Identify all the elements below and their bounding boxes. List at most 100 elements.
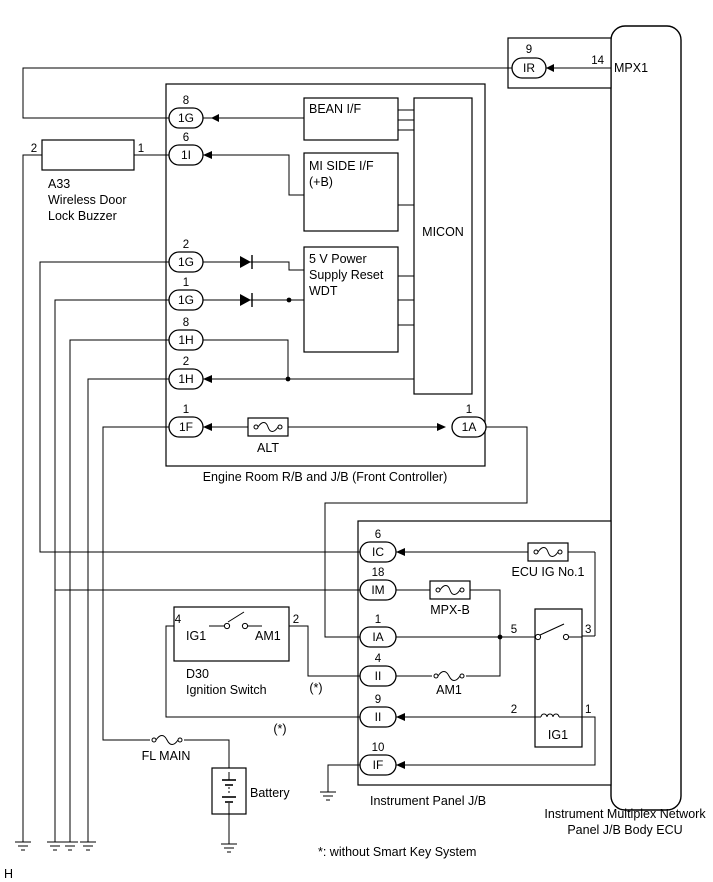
- svg-text:IR: IR: [523, 61, 535, 75]
- svg-text:6: 6: [375, 529, 381, 541]
- mpxb-fuse-icon: [429, 580, 471, 600]
- svg-text:IA: IA: [372, 630, 383, 644]
- svg-text:1: 1: [375, 614, 381, 626]
- connector-ic-6: 6 IC: [359, 529, 405, 563]
- svg-text:1: 1: [466, 404, 472, 416]
- connector-1g-2: 2 1G: [168, 239, 204, 273]
- alt-fuse-icon: [247, 417, 289, 437]
- svg-text:2: 2: [183, 239, 189, 251]
- svg-text:1F: 1F: [179, 420, 193, 434]
- fl-main-label: FL MAIN: [142, 749, 191, 763]
- ignition-ig1-label: IG1: [186, 629, 206, 643]
- power-label-2: Supply Reset: [309, 268, 384, 282]
- diode-icon: [240, 255, 253, 269]
- svg-text:9: 9: [526, 44, 532, 56]
- power-label-3: WDT: [309, 284, 338, 298]
- relay-pin-3: 3: [585, 624, 591, 636]
- ground-icon: [47, 841, 63, 851]
- power-supply-block: [303, 246, 399, 353]
- svg-text:2: 2: [183, 356, 189, 368]
- connector-if-10: 10 IF: [359, 742, 405, 776]
- am1-fusible-link-icon: [432, 671, 466, 681]
- wires: [22, 67, 611, 842]
- ground-icon: [320, 791, 336, 801]
- ecu-ig-fuse-label: ECU IG No.1: [512, 565, 585, 579]
- am1-fuse-label: AM1: [436, 683, 462, 697]
- note-star-2: (*): [273, 722, 286, 736]
- power-label-1: 5 V Power: [309, 252, 367, 266]
- ground-icon: [80, 841, 96, 851]
- svg-text:II: II: [375, 669, 382, 683]
- junction-dot: [286, 297, 292, 303]
- svg-text:1: 1: [183, 277, 189, 289]
- svg-text:II: II: [375, 710, 382, 724]
- svg-text:10: 10: [372, 742, 385, 754]
- buzzer-label-2: Wireless Door: [48, 193, 127, 207]
- ecu-pin-number: 14: [591, 55, 604, 67]
- svg-text:IM: IM: [371, 583, 384, 597]
- connector-ir: 9 IR: [511, 44, 554, 79]
- mi-side-block: [303, 152, 399, 232]
- connector-ii-9: 9 II: [359, 694, 405, 728]
- front-controller-label: Engine Room R/B and J/B (Front Controlle…: [203, 470, 448, 484]
- connector-ii-4: 4 II: [359, 653, 397, 687]
- ecu-ig-fuse-icon: [527, 542, 569, 562]
- ignition-label-2: Ignition Switch: [186, 683, 267, 697]
- ignition-pin-right: 2: [293, 614, 299, 626]
- bean-if-block: [303, 97, 399, 141]
- diode-icon: [240, 293, 253, 307]
- svg-text:1G: 1G: [178, 255, 194, 269]
- svg-text:1: 1: [183, 404, 189, 416]
- svg-text:8: 8: [183, 95, 189, 107]
- ground-icon: [62, 841, 78, 851]
- buzzer-label-1: A33: [48, 177, 70, 191]
- ignition-am1-label: AM1: [255, 629, 281, 643]
- fl-main-fusible-link-icon: [150, 735, 184, 745]
- connector-1f-1: 1 1F: [168, 404, 212, 438]
- ecu-label-2: Panel J/B Body ECU: [567, 823, 682, 837]
- ground-icon: [15, 841, 31, 851]
- micon-label: MICON: [422, 225, 464, 239]
- connector-im-18: 18 IM: [359, 567, 397, 601]
- svg-text:18: 18: [372, 567, 385, 579]
- svg-text:1I: 1I: [181, 148, 191, 162]
- footnote: *: without Smart Key System: [318, 845, 476, 859]
- svg-text:1A: 1A: [462, 420, 477, 434]
- battery-label: Battery: [250, 786, 290, 800]
- svg-text:1G: 1G: [178, 293, 194, 307]
- connector-1g-1: 1 1G: [168, 277, 204, 311]
- connector-ia-1: 1 IA: [359, 614, 397, 648]
- svg-text:IC: IC: [372, 545, 384, 559]
- note-star-1: (*): [309, 681, 322, 695]
- mpxb-fuse-label: MPX-B: [430, 603, 470, 617]
- svg-text:IF: IF: [373, 758, 384, 772]
- relay-name: IG1: [548, 728, 568, 742]
- svg-text:1H: 1H: [178, 372, 193, 386]
- relay-pin-5: 5: [511, 624, 517, 636]
- connector-1h-8: 8 1H: [168, 317, 204, 351]
- connector-1i-6: 6 1I: [168, 132, 212, 166]
- mi-side-label-1: MI SIDE I/F: [309, 159, 374, 173]
- bean-if-label: BEAN I/F: [309, 102, 361, 116]
- connector-1h-2: 2 1H: [168, 356, 212, 390]
- ecu-pin-name: MPX1: [614, 61, 648, 75]
- svg-text:1G: 1G: [178, 111, 194, 125]
- ignition-label-1: D30: [186, 667, 209, 681]
- ecu-label-1: Instrument Multiplex Network: [544, 807, 706, 821]
- junction-dot: [497, 634, 503, 640]
- micon-block: [413, 97, 473, 395]
- svg-text:1H: 1H: [178, 333, 193, 347]
- buzzer-pin-right: 1: [138, 143, 144, 155]
- connector-1g-8: 8 1G: [168, 95, 219, 129]
- svg-text:8: 8: [183, 317, 189, 329]
- relay-pin-1: 1: [585, 704, 591, 716]
- svg-text:6: 6: [183, 132, 189, 144]
- connector-1a-1: 1 1A: [437, 404, 487, 438]
- instrument-panel-label: Instrument Panel J/B: [370, 794, 486, 808]
- battery-icon: [211, 767, 247, 844]
- ignition-switch-body: [173, 606, 290, 662]
- corner-mark: H: [4, 867, 13, 881]
- mi-side-label-2: (+B): [309, 175, 333, 189]
- junction-dot: [285, 376, 291, 382]
